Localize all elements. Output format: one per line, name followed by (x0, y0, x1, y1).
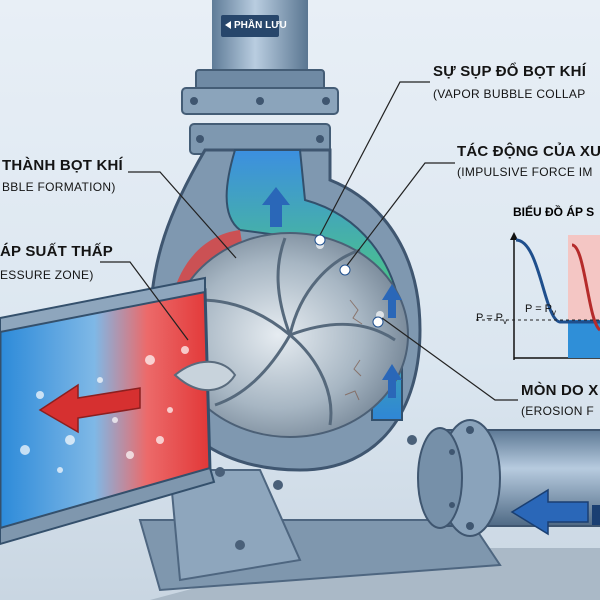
pressure-chart (476, 232, 600, 360)
suction-pipe-wall-bottom (0, 466, 216, 546)
pipe-tag: PHẦN LƯU (221, 15, 287, 37)
chart-low-band (568, 320, 600, 358)
chart-y-arrow (510, 232, 518, 240)
label-formation-vi: THÀNH BỌT KHÍ (2, 157, 123, 174)
arrow-left-icon (510, 488, 589, 536)
pv-label-left: P = Pv (476, 312, 507, 326)
leader-collapse (319, 81, 430, 236)
label-collapse-en: (VAPOR BUBBLE COLLAP (433, 87, 586, 101)
impact-markers (314, 234, 384, 328)
label-formation-en: BBLE FORMATION) (2, 180, 116, 194)
label-low-pressure-en: ESSURE ZONE) (0, 268, 94, 282)
flange-bolts (190, 97, 330, 143)
pv-label-left-text: P = P (476, 312, 504, 324)
label-erosion-vi: MÒN DO X (521, 382, 599, 399)
casing-bolts (215, 435, 417, 550)
pump-pedestal (168, 469, 302, 582)
label-collapse-vi: SỰ SỤP ĐỔ BỌT KHÍ (433, 63, 587, 80)
chart-curve-right (571, 243, 600, 332)
impeller-vanes (199, 237, 396, 426)
pv-label-mid-text: P = P (525, 303, 553, 315)
label-erosion-en: (EROSION F (521, 404, 595, 418)
suction-pipe-wall-top (0, 276, 206, 334)
inlet-bolts (449, 426, 474, 530)
pv-label-left-sub: v (503, 317, 508, 327)
erosion-cracks (344, 299, 363, 401)
label-impulse-vi: TÁC ĐỘNG CỦA XU (457, 143, 600, 160)
inlet-flange-inner (417, 427, 463, 529)
arrow-up-icon (262, 187, 402, 398)
arrow-left-icon (225, 21, 231, 30)
pv-label-mid: P = Pv (525, 303, 556, 317)
pv-label-mid-sub: v (552, 308, 557, 318)
label-impulse-en: (IMPULSIVE FORCE IM (457, 165, 593, 179)
leader-lines (100, 81, 518, 401)
pressure-chart-title: BIỂU ĐỒ ÁP S (513, 205, 595, 219)
leader-impulse (344, 162, 455, 269)
leader-low-pressure (100, 261, 189, 341)
impeller-nose-cone (173, 360, 237, 392)
inlet-arrow-tail (592, 505, 600, 525)
leader-erosion (381, 317, 518, 401)
suction-flow-arrow (38, 383, 141, 434)
chart-curve-left (515, 238, 600, 324)
leader-formation (128, 171, 237, 259)
pipe-tag-text: PHẦN LƯU (234, 20, 287, 31)
label-low-pressure-vi: ÁP SUẤT THẤP (0, 243, 113, 260)
